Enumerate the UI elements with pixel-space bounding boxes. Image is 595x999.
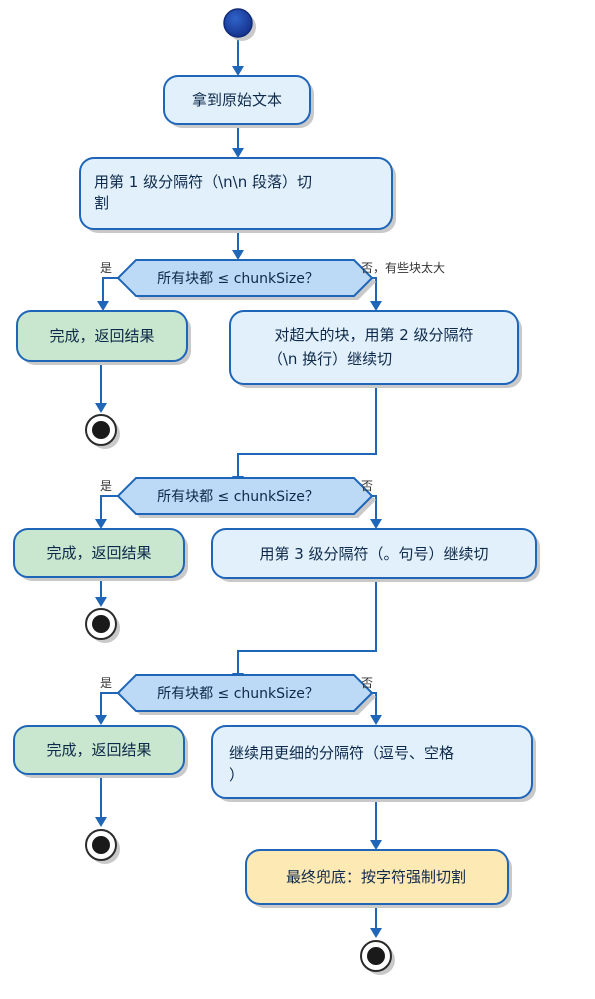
condition-2-label: 所有块都 ≤ chunkSize？ (157, 489, 319, 505)
action-split-level3-label: 用第 3 级分隔符（。句号）继续切 (259, 545, 488, 563)
action-split-level2-line2: （\n 换行）继续切 (268, 350, 392, 368)
action-final-fallback: 最终兜底：按字符强制切割 (245, 849, 512, 908)
action-final-fallback-label: 最终兜底：按字符强制切割 (286, 868, 466, 886)
edge-cond3-yes (100, 692, 118, 717)
action-split-finer: 继续用更细的分隔符（逗号、空格 ） (211, 725, 536, 802)
done-2-label: 完成，返回结果 (46, 544, 151, 562)
arrow-split-finer (370, 715, 382, 725)
arrow-done3 (95, 715, 107, 725)
condition-2-no-label: 否 (361, 479, 373, 493)
arrow-end1 (95, 403, 107, 413)
arrow-done1 (97, 301, 109, 311)
end-node-1 (85, 414, 120, 449)
arrow-split1 (232, 148, 244, 158)
end-node-2 (85, 608, 120, 643)
done-1-label: 完成，返回结果 (49, 327, 154, 345)
condition-2: 所有块都 ≤ chunkSize？ (116, 477, 376, 518)
condition-3-label: 所有块都 ≤ chunkSize？ (157, 686, 319, 702)
done-3-label: 完成，返回结果 (46, 741, 151, 759)
condition-1-label: 所有块都 ≤ chunkSize？ (157, 271, 319, 287)
arrow-cond1 (232, 250, 244, 260)
arrow-split3 (370, 519, 382, 529)
arrow-end3 (95, 817, 107, 827)
action-split-finer-line2: ） (229, 766, 244, 784)
edge-cond2-yes (100, 495, 118, 521)
action-get-text: 拿到原始文本 (163, 75, 314, 128)
action-split-level1-line2: 割 (94, 194, 109, 212)
condition-2-yes-label: 是 (100, 479, 112, 493)
condition-1-no-label: 否，有些块太大 (361, 260, 445, 275)
arrow-done2 (95, 519, 107, 529)
action-split-level1-line1: 用第 1 级分隔符（\n\n 段落）切 (94, 173, 312, 191)
edge-split3-to-cond3 (237, 578, 377, 675)
action-split-finer-line1: 继续用更细的分隔符（逗号、空格 (229, 744, 454, 762)
arrow-get-text (232, 66, 244, 76)
condition-3-no-label: 否 (361, 676, 373, 690)
condition-1-yes-label: 是 (100, 261, 112, 275)
end-node-4 (360, 940, 395, 975)
condition-1: 所有块都 ≤ chunkSize？ (116, 259, 376, 300)
end-node-3 (85, 829, 120, 864)
action-split-level1: 用第 1 级分隔符（\n\n 段落）切 割 (79, 157, 396, 233)
done-2: 完成，返回结果 (13, 528, 188, 581)
arrow-split2 (370, 301, 382, 311)
action-split-level2-line1: 对超大的块，用第 2 级分隔符 (274, 326, 473, 344)
condition-3: 所有块都 ≤ chunkSize？ (116, 674, 376, 715)
action-split-level2: 对超大的块，用第 2 级分隔符 （\n 换行）继续切 (229, 310, 522, 388)
condition-3-yes-label: 是 (100, 676, 112, 690)
action-split-level3: 用第 3 级分隔符（。句号）继续切 (211, 528, 540, 582)
edge-cond1-yes (102, 277, 118, 303)
start-node (223, 8, 256, 41)
done-1: 完成，返回结果 (16, 310, 191, 365)
edge-split2-to-cond2 (237, 384, 377, 478)
arrow-end4 (370, 928, 382, 938)
arrow-end2 (95, 597, 107, 607)
done-3: 完成，返回结果 (13, 725, 188, 778)
arrow-final (370, 840, 382, 850)
action-get-text-label: 拿到原始文本 (192, 91, 282, 109)
